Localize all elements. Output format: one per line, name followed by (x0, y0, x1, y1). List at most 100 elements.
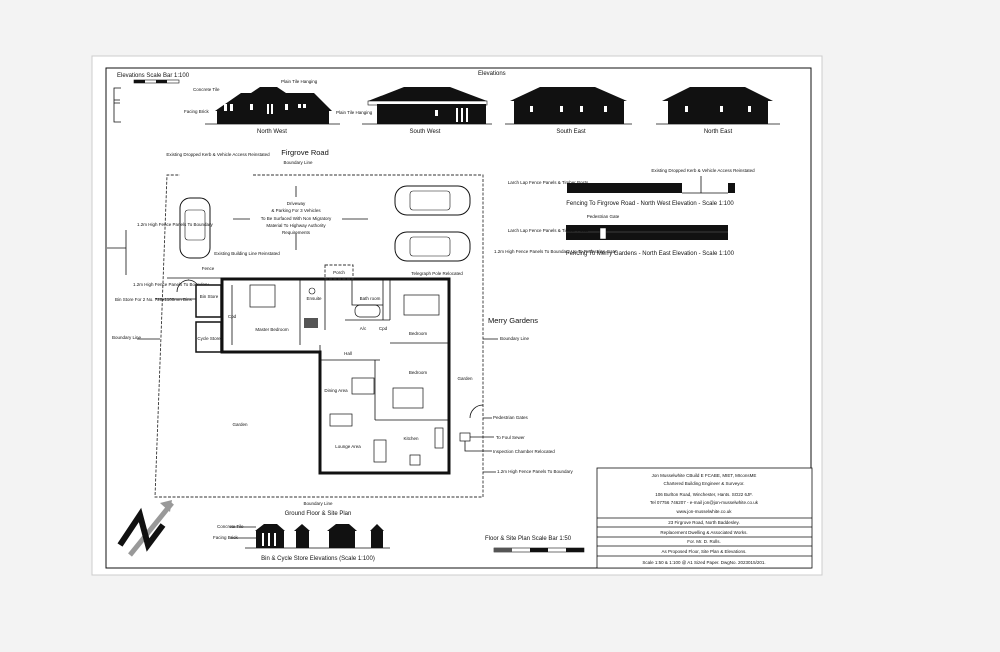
leader-lines-right (464, 338, 498, 473)
boundary-line-label-top: Boundary Line (283, 160, 313, 165)
room-hall: Hall (344, 351, 352, 356)
north-east-elevation (656, 87, 780, 125)
dining-table-icon (351, 377, 375, 395)
car-icon (394, 231, 471, 262)
porch (324, 264, 354, 280)
svg-text:Chartered Building Engineer &: Chartered Building Engineer & Surveyor. (663, 481, 744, 486)
boundary-line-label-left: Boundary Line (112, 335, 142, 340)
fence-merry-gardens-caption: Fencing To Merry Gardens - North East El… (566, 251, 735, 257)
fence-panel-label-2: Larch Lap Fence Panels & Timber Posts (508, 228, 589, 233)
garden-label-west: Garden (232, 422, 248, 427)
car-icon (394, 185, 471, 216)
cycle-store-label: Cycle Store (197, 336, 221, 341)
bin-store-note: Bin Store For 2 No. 720x1100mm Bins (115, 297, 192, 302)
bed-icon (403, 294, 440, 316)
svg-text:To Be Surfaced With Non Migrat: To Be Surfaced With Non Migratory (261, 216, 332, 221)
house-outline (220, 277, 451, 475)
elevation-label-south-west: South West (410, 129, 441, 135)
elevations-scale-bar (133, 79, 180, 84)
note-plain-tile-hanging-side: Plain Tile Hanging (336, 110, 373, 115)
elevations-title: Elevations (478, 71, 506, 77)
room-lounge: Lounge Area (335, 444, 361, 449)
pedestrian-gates-note: Pedestrian Gates (493, 415, 529, 420)
building-line-note: Existing Building Line Reinstated (214, 251, 280, 256)
room-cpd-master: Cpd (228, 314, 237, 319)
note-facing-brick: Facing Brick (184, 109, 210, 114)
fence-firgrove-caption: Fencing To Firgrove Road - North West El… (566, 201, 734, 207)
kerb-note: Existing Dropped Kerb & Vehicle Access R… (166, 152, 270, 157)
fence-panels-note-3: 1.2m High Fence Panels To Boundary (497, 469, 573, 474)
bin-elevations-caption: Bin & Cycle Store Elevations (Scale 1:10… (261, 556, 375, 562)
car-icon (179, 197, 211, 259)
toilet-icon (308, 287, 316, 295)
svg-text:www.jon-musselwhite.co.uk: www.jon-musselwhite.co.uk (676, 509, 732, 514)
foul-sewer-note: To Foul Sewer (496, 435, 525, 440)
elevation-label-north-west: North West (257, 129, 287, 135)
fence-pedestrian-gate-label: Pedestrian Gate (587, 214, 620, 219)
svg-text:106 Burlton Road, Winchester,: 106 Burlton Road, Winchester, Hants. SO2… (655, 492, 753, 497)
road-name-firgrove: Firgrove Road (281, 148, 329, 157)
boundary-line-label-bottom: Boundary Line (303, 501, 333, 506)
bed-icon (392, 387, 424, 409)
room-master-bedroom: Master Bedroom (255, 327, 289, 332)
fence-panels-gate-note: 1.2m High Fence Panels To Boundary Up To… (494, 249, 617, 254)
road-name-merry-gardens: Merry Gardens (488, 316, 538, 325)
svg-text:For. Mr. D. Rolls.: For. Mr. D. Rolls. (687, 539, 721, 544)
room-dining: Dining Area (324, 388, 348, 393)
fence-elevation-merry-gardens (566, 225, 728, 240)
svg-text:Driveway: Driveway (287, 201, 306, 206)
svg-text:23 Firgrove Road, North Baddes: 23 Firgrove Road, North Baddesley. (668, 520, 739, 525)
fence-panel-label-1: Larch Lap Fence Panels & Timber Posts (508, 180, 589, 185)
internal-walls (231, 279, 449, 421)
fence-panels-note-2: 1.2m High Fence Panels To Boundary (133, 282, 209, 287)
bin-store-elevations (230, 524, 390, 549)
bin-store (195, 284, 222, 318)
sink-icon (409, 454, 421, 466)
leader-lines-left (107, 230, 196, 340)
fence-label: Fence (202, 266, 215, 271)
master-bed-icon (249, 284, 276, 308)
svg-text:Tel 07756 746207 - e-mail jon@: Tel 07756 746207 - e-mail jon@jon-mussel… (650, 500, 759, 505)
bin-note-concrete-tile: Concrete Tile (217, 524, 244, 529)
fence-kerb-label: Existing Dropped Kerb & Vehicle Access R… (651, 168, 755, 173)
shower-tray-icon (304, 318, 318, 328)
svg-text:Replacement Dwelling & Associa: Replacement Dwelling & Associated Works. (660, 530, 747, 535)
svg-text:Jon Musselwhite CBuild E FCABE: Jon Musselwhite CBuild E FCABE, MIET, MI… (652, 473, 757, 478)
room-ac: A/c (360, 326, 367, 331)
room-cpd: Cpd (379, 326, 388, 331)
plan-scale-bar (493, 547, 585, 553)
boundary-line-label-right: Boundary Line (500, 336, 530, 341)
elevation-label-south-east: South East (556, 129, 586, 135)
room-kitchen: Kitchen (403, 436, 419, 441)
svg-text:Scale 1:50 & 1:100 @ A1 Sized: Scale 1:50 & 1:100 @ A1 Sized Paper. Dwg… (642, 560, 765, 565)
svg-text:& Parking For 3 Vehicles: & Parking For 3 Vehicles (271, 208, 321, 213)
elevations-scale-bar-label: Elevations Scale Bar 1:100 (117, 73, 190, 79)
bath-icon (354, 304, 381, 318)
note-plain-tile-hanging: Plain Tile Hanging (281, 79, 318, 84)
elevation-label-north-east: North East (704, 129, 733, 135)
sofa-icon (373, 439, 387, 463)
north-west-elevation (205, 87, 340, 125)
north-arrow-icon (117, 500, 174, 557)
site-boundary (154, 174, 484, 498)
telegraph-pole-note: Telegraph Pole Relocated (411, 271, 463, 276)
plan-title: Ground Floor & Site Plan (285, 511, 352, 517)
room-bathroom: Bath room (360, 296, 381, 301)
drawing-frame (105, 67, 812, 569)
room-porch: Porch (333, 270, 345, 275)
sofa-icon (329, 413, 353, 427)
fence-elevation-firgrove (567, 176, 735, 194)
room-bedroom-1: Bedroom (409, 331, 428, 336)
south-east-elevation (505, 87, 632, 125)
svg-text:As Proposed Floor, Site Plan &: As Proposed Floor, Site Plan & Elevation… (661, 549, 746, 554)
driveway-note: Driveway & Parking For 3 Vehicles To Be … (233, 186, 368, 250)
south-west-elevation (362, 87, 492, 125)
hob-icon (434, 427, 444, 449)
bin-store-label: Bin Store (200, 294, 219, 299)
room-bedroom-2: Bedroom (409, 370, 428, 375)
svg-text:Material To Highway Authority: Material To Highway Authority (266, 223, 326, 228)
svg-text:Requirements: Requirements (282, 230, 311, 235)
bin-note-facing-brick: Facing Brick (213, 535, 239, 540)
inspection-chamber-note: Inspection Chamber Relocated (493, 449, 555, 454)
